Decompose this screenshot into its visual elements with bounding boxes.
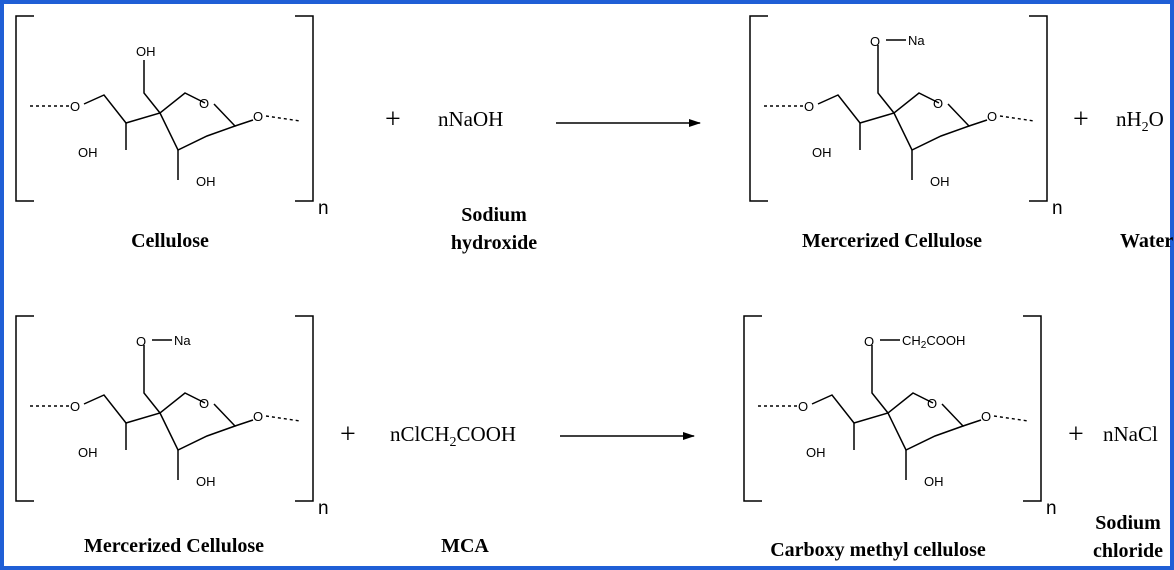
atom-na: Na xyxy=(174,333,191,348)
atom-o-right: O xyxy=(253,109,263,124)
atom-oh-c2: OH xyxy=(924,474,944,489)
label-mercerized-cellulose-row2: Mercerized Cellulose xyxy=(84,535,264,557)
atom-oh-c2: OH xyxy=(196,474,216,489)
label-hydroxide: hydroxide xyxy=(451,232,537,254)
repeat-index: n xyxy=(1052,198,1063,219)
atom-o-ring: O xyxy=(199,96,209,111)
atom-oh-c3: OH xyxy=(806,445,826,460)
atom-o-left: O xyxy=(804,99,814,114)
atom-oh-c6: OH xyxy=(136,44,156,59)
label-mercerized-cellulose: Mercerized Cellulose xyxy=(802,230,982,252)
reagent-mca-formula: nClCH2COOH xyxy=(390,422,516,450)
mercerized-cellulose-structure-row1: O Na O O O OH OH n xyxy=(749,15,1063,219)
atom-o-ring: O xyxy=(933,96,943,111)
formula-part: nClCH xyxy=(390,422,450,446)
atom-o-ring: O xyxy=(199,396,209,411)
label-cellulose: Cellulose xyxy=(131,230,209,252)
label-mca: MCA xyxy=(441,535,489,557)
formula-part: 2 xyxy=(1142,120,1149,135)
atom-o-right: O xyxy=(253,409,263,424)
formula-part: COOH xyxy=(457,422,517,446)
plus-sign: + xyxy=(1068,419,1084,450)
atom-o-c6: O xyxy=(870,34,880,49)
atom-oh-c3: OH xyxy=(78,445,98,460)
label-water: Water xyxy=(1120,230,1173,252)
atom-o-left: O xyxy=(70,99,80,114)
byproduct-water-formula: nH2O xyxy=(1116,107,1164,135)
formula-part: 2 xyxy=(921,340,927,351)
byproduct-nacl: nNaCl xyxy=(1103,422,1158,446)
plus-sign: + xyxy=(340,419,356,450)
atom-o-right: O xyxy=(981,409,991,424)
plus-sign: + xyxy=(1073,104,1089,135)
label-chloride: chloride xyxy=(1093,540,1163,562)
atom-o-right: O xyxy=(987,109,997,124)
atom-oh-c3: OH xyxy=(78,145,98,160)
label-carboxy-methyl-cellulose: Carboxy methyl cellulose xyxy=(770,539,986,561)
atom-oh-c3: OH xyxy=(812,145,832,160)
atom-o-ring: O xyxy=(927,396,937,411)
atom-oh-c2: OH xyxy=(930,174,950,189)
formula-part: 2 xyxy=(450,435,457,450)
atom-o-left: O xyxy=(70,399,80,414)
repeat-index: n xyxy=(318,198,329,219)
atom-o-c6: O xyxy=(864,334,874,349)
formula-part: nH xyxy=(1116,107,1142,131)
atom-o-left: O xyxy=(798,399,808,414)
cellulose-structure-row1: O O O OH OH OH n xyxy=(15,15,329,219)
carboxymethyl-cellulose-structure: O CH2COOH O O O OH OH n xyxy=(743,315,1057,519)
atom-na: Na xyxy=(908,33,925,48)
repeat-index: n xyxy=(318,498,329,519)
formula-part: CH xyxy=(902,333,921,348)
mercerized-cellulose-structure-row2: O Na O O O OH OH n xyxy=(15,315,329,519)
reagent-naoh: nNaOH xyxy=(438,107,503,131)
formula-part: COOH xyxy=(926,333,965,348)
atom-oh-c2: OH xyxy=(196,174,216,189)
atom-ch2cooh: CH2COOH xyxy=(902,333,965,351)
label-sodium: Sodium xyxy=(461,204,527,226)
repeat-index: n xyxy=(1046,498,1057,519)
formula-part: O xyxy=(1149,107,1164,131)
atom-o-c6: O xyxy=(136,334,146,349)
plus-sign: + xyxy=(385,104,401,135)
label-sodium-row2: Sodium xyxy=(1095,512,1161,534)
